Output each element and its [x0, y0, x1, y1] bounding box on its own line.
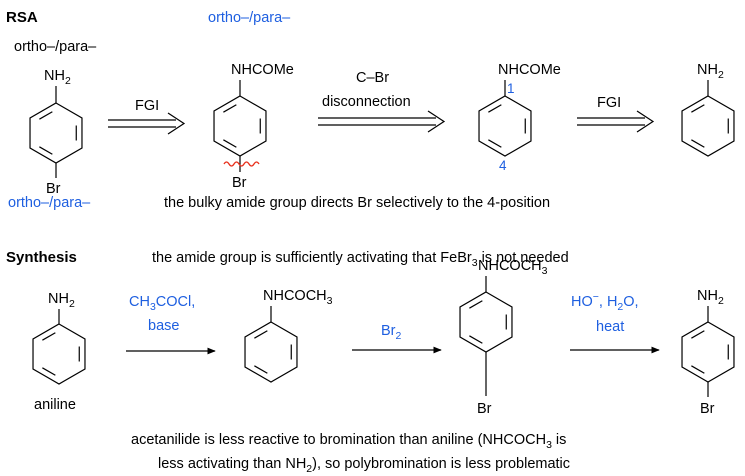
retro-arrow-3	[577, 110, 655, 133]
ring-double-bond	[223, 139, 237, 148]
target-br-director-note: ortho–/para–	[8, 195, 91, 211]
synth-bromo-amide-label: NHCOCH3	[478, 258, 548, 277]
ring-outline	[681, 321, 735, 383]
position-4-label: 4	[499, 158, 507, 173]
ring-double-bond	[39, 146, 53, 155]
ring-double-bond	[42, 332, 56, 341]
ring-double-bond	[691, 139, 705, 148]
acetanilide-top-group-label: NHCOMe	[498, 62, 561, 78]
rsa-arrow3-label: FGI	[597, 95, 621, 111]
bottom-note-line1: acetanilide is less reactive to brominat…	[131, 432, 566, 451]
benzene-rings	[29, 95, 735, 385]
synth-product-br-label: Br	[700, 401, 715, 417]
rsa-arrow1-label: FGI	[135, 98, 159, 114]
retro-arrow-1	[108, 112, 186, 135]
step3-reagent-line2: heat	[596, 319, 624, 335]
aniline-benzene-ring	[681, 95, 735, 157]
rsa-title: RSA	[6, 9, 38, 26]
ring-double-bond	[691, 104, 705, 113]
synth-acetanilide-benzene-ring	[244, 321, 298, 383]
synth-aniline-benzene-ring	[32, 323, 86, 385]
aniline-name: aniline	[34, 397, 76, 413]
rsa-arrow2-label-line2: disconnection	[322, 94, 411, 110]
step1-reagent-line2: base	[148, 318, 179, 334]
synth-aniline-amine-label: NH2	[48, 291, 75, 310]
ring-outline	[213, 95, 267, 157]
ring-double-bond	[469, 335, 483, 344]
ring-outline	[478, 95, 532, 157]
step1-reagent-line1: CH3COCl,	[129, 294, 195, 313]
ring-double-bond	[254, 330, 268, 339]
target-amine-label: NH2	[44, 68, 71, 87]
ring-outline	[459, 291, 513, 353]
retro-arrow-2	[318, 110, 446, 133]
target-br-label: Br	[46, 181, 61, 197]
ring-outline	[244, 321, 298, 383]
amide-br-label: Br	[232, 175, 247, 191]
synthesis-note: the amide group is sufficiently activati…	[152, 250, 569, 269]
ring-outline	[32, 323, 86, 385]
disconnection-wavy-line	[223, 161, 260, 167]
amide-director-note: ortho–/para–	[208, 10, 291, 26]
target-director-note: ortho–/para–	[14, 39, 97, 55]
bottom-note-line2: less activating than NH2), so polybromin…	[158, 456, 570, 475]
ring-outline	[681, 95, 735, 157]
synthesis-title: Synthesis	[6, 249, 77, 266]
synth-product-benzene-ring	[681, 321, 735, 383]
synth-product-amine-label: NH2	[697, 288, 724, 307]
step3-reagent-line1: HO−, H2O,	[571, 291, 639, 313]
ring-double-bond	[223, 104, 237, 113]
ring-double-bond	[39, 111, 53, 120]
ring-double-bond	[488, 139, 502, 148]
acetanilide-benzene-ring	[478, 95, 532, 157]
ring-double-bond	[42, 367, 56, 376]
ring-double-bond	[254, 365, 268, 374]
ring-double-bond	[691, 365, 705, 374]
step2-reagent: Br2	[381, 323, 402, 342]
rsa-arrow2-label-line1: C–Br	[356, 70, 389, 86]
ring-double-bond	[469, 300, 483, 309]
synth-bromo-amide-benzene-ring	[459, 291, 513, 353]
ring-outline	[29, 102, 83, 164]
rsa-note: the bulky amide group directs Br selecti…	[164, 195, 550, 211]
amide-top-group-label: NHCOMe	[231, 62, 294, 78]
ring-double-bond	[488, 104, 502, 113]
target-benzene-ring	[29, 102, 83, 164]
ring-double-bond	[691, 330, 705, 339]
position-1-label: 1	[507, 81, 515, 96]
synth-acetanilide-label: NHCOCH3	[263, 288, 333, 307]
aniline-amine-label: NH2	[697, 62, 724, 81]
amide-benzene-ring	[213, 95, 267, 157]
synth-bromo-amide-br-label: Br	[477, 401, 492, 417]
